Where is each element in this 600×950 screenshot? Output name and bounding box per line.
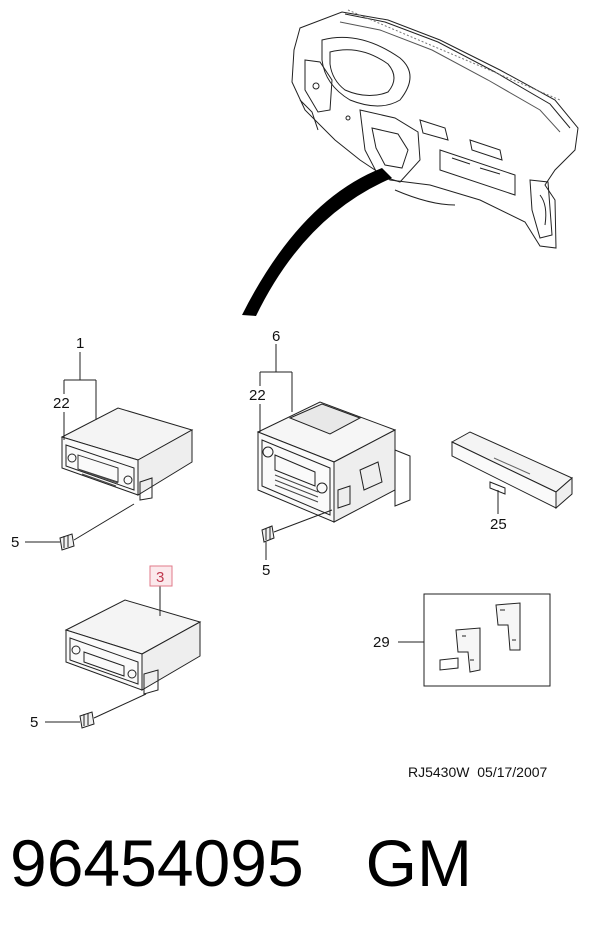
leader-lines (25, 344, 499, 723)
callout-5-center: 5 (262, 562, 270, 579)
drawing-reference-code: RJ5430W 05/17/2007 (408, 764, 548, 780)
pointer-arrow (242, 168, 392, 316)
callout-3-highlight-box (149, 565, 173, 587)
callout-6: 6 (272, 328, 280, 345)
bracket-kit-29 (423, 593, 551, 687)
callout-1: 1 (76, 335, 84, 352)
screw-5a (59, 533, 75, 551)
callout-5-left: 5 (11, 534, 19, 551)
radio-unit-1 (60, 407, 194, 501)
callout-22-center: 22 (249, 387, 266, 404)
callout-22-left: 22 (53, 395, 70, 412)
remote-unit-25 (450, 431, 573, 510)
callout-5-bottom: 5 (30, 714, 38, 731)
brand-name: GM (365, 826, 472, 900)
radio-unit-3 (64, 599, 202, 695)
screw-5b (261, 525, 275, 543)
dashboard-illustration (291, 9, 579, 249)
callout-29: 29 (373, 634, 390, 651)
radio-unit-6 (256, 401, 411, 523)
callout-3: 3 (156, 569, 164, 586)
parts-diagram: 1 22 6 22 25 5 5 3 29 5 (11, 9, 579, 731)
part-number: 96454095 (10, 826, 304, 900)
callout-25: 25 (490, 516, 507, 533)
screw-5c (79, 711, 95, 729)
